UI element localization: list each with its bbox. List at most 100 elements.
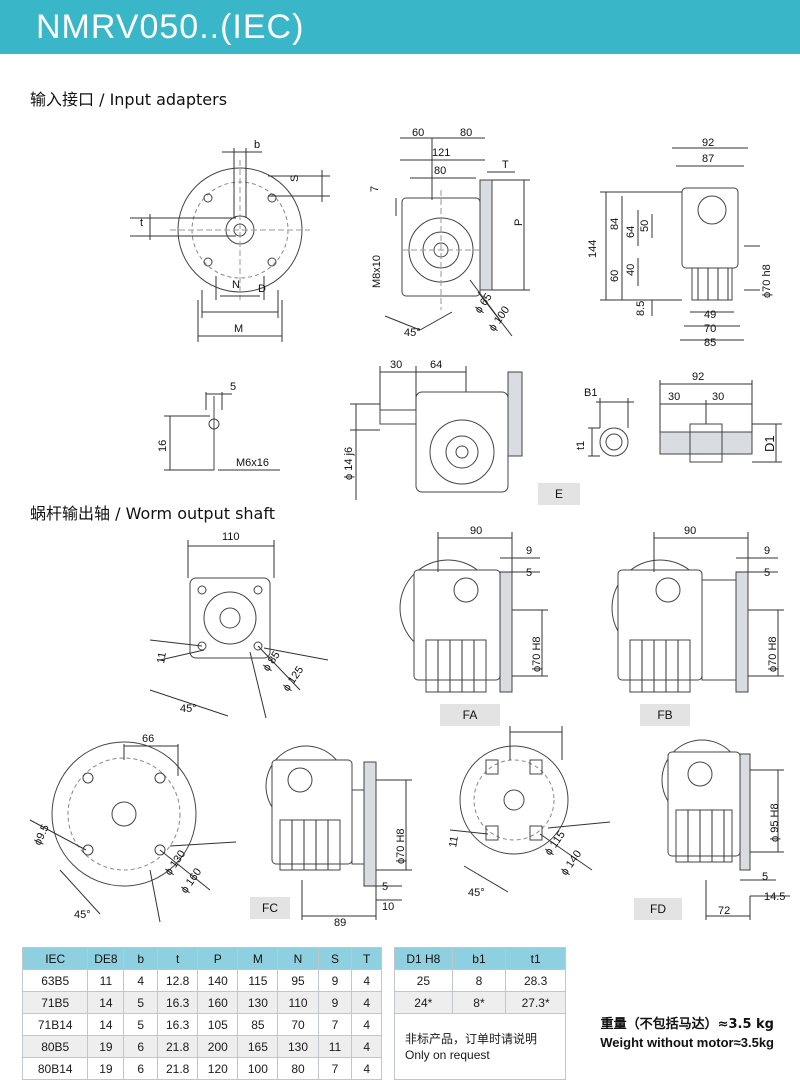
hollow-shaft-detail xyxy=(588,380,782,463)
table-cell: 7 xyxy=(317,1013,353,1036)
dim-89: 89 xyxy=(334,917,346,929)
dimension-table-main: IEC DE8 b t P M N S T 63B5 11 4 12.8 140… xyxy=(21,947,382,1080)
gearbox-input-shaft-view xyxy=(350,366,523,500)
dim-11-square: 11 xyxy=(155,651,169,664)
table-cell: 100 xyxy=(237,1057,279,1080)
section-title-worm-output-shaft: 蜗杆输出轴 / Worm output shaft xyxy=(30,504,275,523)
input-flange-front-view xyxy=(130,148,330,342)
dim-phi14j6: ϕ 14 j6 xyxy=(343,447,355,480)
table-header-row: D1 H8 b1 t1 xyxy=(394,947,566,970)
table-cell: 28.3 xyxy=(505,969,566,992)
dim-7: 7 xyxy=(369,186,381,192)
table-cell: 6 xyxy=(123,1035,159,1058)
dim-45-fc: 45° xyxy=(74,909,91,921)
dim-phi140: ϕ 140 xyxy=(559,848,585,877)
dim-phi160: ϕ 160 xyxy=(179,866,205,895)
col-header-b: b xyxy=(123,947,159,970)
dim-phi70H8-fb: ϕ70 H8 xyxy=(767,636,779,672)
col-header-d1: D1 H8 xyxy=(394,947,453,970)
dim-16: 16 xyxy=(157,440,169,452)
table-cell: 9 xyxy=(317,969,353,992)
dim-phi65: ϕ 65 xyxy=(473,291,495,315)
dim-t: t xyxy=(140,217,143,229)
dim-p: P xyxy=(513,219,525,226)
dim-60-side: 60 xyxy=(609,270,621,282)
dim-14-5: 14.5 xyxy=(764,891,785,903)
dim-84: 84 xyxy=(609,218,621,230)
dim-50: 50 xyxy=(639,220,651,232)
dim-phi9-5: ϕ9.5 xyxy=(32,823,52,848)
table-cell: 14 xyxy=(87,991,125,1014)
dim-phi130: ϕ 130 xyxy=(163,848,189,877)
col-header-n: N xyxy=(277,947,319,970)
table-cell: 80B14 xyxy=(21,1057,89,1080)
table-cell: 8 xyxy=(451,969,507,992)
table-cell: 120 xyxy=(197,1057,239,1080)
table-cell: 27.3* xyxy=(505,991,566,1014)
dim-8-5: 8.5 xyxy=(635,301,647,316)
table-row: 71B14 14 5 16.3 105 85 70 7 4 xyxy=(21,1013,382,1036)
table-cell: 4 xyxy=(351,991,382,1014)
table-cell: 4 xyxy=(351,1057,382,1080)
table-row: 80B14 19 6 21.8 120 100 80 7 4 xyxy=(21,1057,382,1080)
table-cell: 21.8 xyxy=(157,1057,199,1080)
dim-s: S xyxy=(289,175,301,182)
table-cell: 115 xyxy=(237,969,279,992)
table-cell: 71B5 xyxy=(21,991,89,1014)
weight-chinese: 重量（不包括马达）≈3.5 kg xyxy=(600,1017,774,1032)
table-cell: 130 xyxy=(237,991,279,1014)
table-cell: 25 xyxy=(394,969,453,992)
table-cell: 200 xyxy=(197,1035,239,1058)
title-bar: NMRV050..(IEC) xyxy=(0,0,800,54)
dim-45-fd: 45° xyxy=(468,887,485,899)
col-header-t: t xyxy=(157,947,199,970)
dim-n: N xyxy=(232,279,240,291)
note-chinese: 非标产品，订单时请说明 xyxy=(405,1031,538,1046)
table-row: 24* 8* 27.3* xyxy=(394,991,566,1014)
dim-45-top: 45° xyxy=(404,327,421,339)
col-header-t1: t1 xyxy=(505,947,566,970)
dim-40: 40 xyxy=(625,264,637,276)
page-title: NMRV050..(IEC) xyxy=(36,8,305,46)
dim-92-shaft: 92 xyxy=(692,371,704,383)
table-cell: 7 xyxy=(317,1057,353,1080)
table-cell: 70 xyxy=(277,1013,319,1036)
table-cell: 14 xyxy=(87,1013,125,1036)
gearbox-iec-front-view xyxy=(384,137,530,337)
dim-90-fa: 90 xyxy=(470,525,482,537)
dim-45-square: 45° xyxy=(180,703,197,715)
table-cell: 63B5 xyxy=(21,969,89,992)
fc-round-flange-view xyxy=(29,741,237,923)
dim-5-fa: 5 xyxy=(526,567,532,579)
dim-72: 72 xyxy=(718,905,730,917)
fb-side-view xyxy=(611,532,784,693)
dim-64-input: 64 xyxy=(430,359,442,371)
table-cell: 16.3 xyxy=(157,1013,199,1036)
dim-87: 87 xyxy=(702,153,714,165)
dim-110: 110 xyxy=(222,531,240,543)
table-cell: 19 xyxy=(87,1057,125,1080)
table-cell: 8* xyxy=(451,991,507,1014)
weight-english: Weight without motor≈3.5kg xyxy=(600,1035,774,1050)
weight-note: 重量（不包括马达）≈3.5 kg Weight without motor≈3.… xyxy=(600,1016,774,1052)
table-cell: 4 xyxy=(351,1013,382,1036)
table-cell: 4 xyxy=(351,1035,382,1058)
dim-5-fb: 5 xyxy=(764,567,770,579)
table-note-row: 非标产品，订单时请说明 Only on request xyxy=(394,1013,566,1080)
section-title-input-adapters: 输入接口 / Input adapters xyxy=(30,90,228,109)
dim-66: 66 xyxy=(142,733,154,745)
table-cell: 12.8 xyxy=(157,969,199,992)
table-cell: 95 xyxy=(277,969,319,992)
dim-60: 60 xyxy=(412,127,424,139)
col-header-t-flange: T xyxy=(351,947,382,970)
dim-9-fa: 9 xyxy=(526,545,532,557)
col-header-b1: b1 xyxy=(451,947,507,970)
output-flange-square-view xyxy=(149,540,329,719)
table-cell: 11 xyxy=(317,1035,353,1058)
fd-side-view xyxy=(661,739,790,920)
table-row: 71B5 14 5 16.3 160 130 110 9 4 xyxy=(21,991,382,1014)
badge-fd: FD xyxy=(634,898,682,920)
col-header-de8: DE8 xyxy=(87,947,125,970)
table-cell: 24* xyxy=(394,991,453,1014)
